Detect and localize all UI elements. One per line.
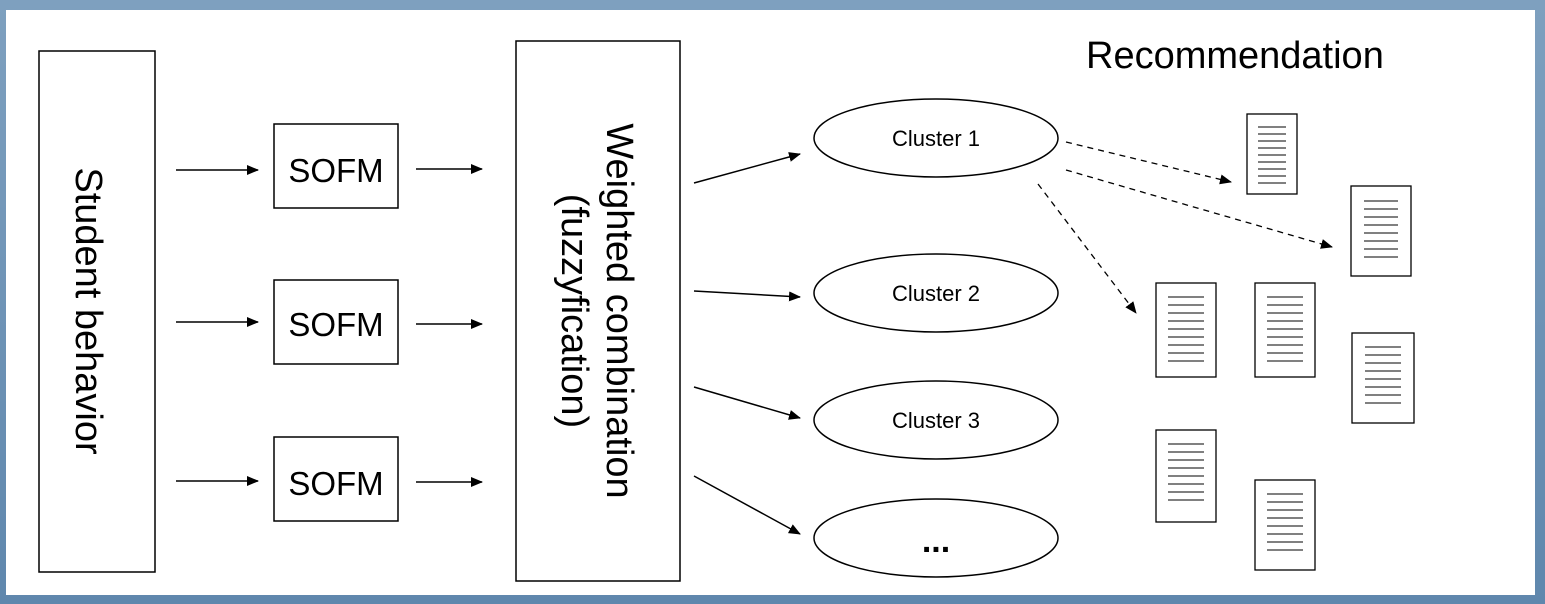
- document-icon: [1155, 282, 1217, 378]
- architecture-diagram: Recommendation Student behavior SOFM SOF…: [38, 35, 1415, 582]
- cluster-1-label: Cluster 1: [892, 126, 980, 151]
- cluster-arrow-3: [693, 386, 801, 420]
- recommendation-title: Recommendation: [1086, 35, 1384, 77]
- sofm-label-2: SOFM: [288, 306, 383, 343]
- document-icon: [1254, 282, 1316, 378]
- sofm-label-1: SOFM: [288, 152, 383, 189]
- cluster-3-label: Cluster 3: [892, 408, 980, 433]
- cluster-2-label: Cluster 2: [892, 281, 980, 306]
- document-icon: [1254, 479, 1316, 571]
- student-behavior-label: Student behavior: [67, 167, 109, 455]
- document-icon: [1351, 332, 1415, 424]
- cluster-2-ellipse: [813, 253, 1059, 333]
- cluster-3-ellipse: [813, 380, 1059, 460]
- cluster-arrow-4: [693, 475, 801, 535]
- cluster-1-ellipse: [813, 98, 1059, 178]
- recommend-arrow-3: [1037, 183, 1137, 314]
- recommend-arrow-2: [1065, 169, 1333, 249]
- cluster-arrow-1: [693, 152, 801, 184]
- student-behavior-box: [38, 50, 156, 573]
- document-icon: [1246, 113, 1298, 195]
- sofm-box-1: [273, 123, 399, 209]
- recommend-arrow-1: [1065, 141, 1232, 185]
- sofm-box-2: [273, 279, 399, 365]
- fuzzyfication-label: (fuzzyfication): [553, 194, 595, 428]
- weighted-combination-box: [515, 40, 681, 582]
- document-icon: [1350, 185, 1412, 277]
- weighted-combination-label: Weighted combination: [598, 123, 640, 498]
- document-icon: [1155, 429, 1217, 523]
- sofm-box-3: [273, 436, 399, 522]
- cluster-arrow-2: [693, 290, 801, 302]
- cluster-ellipsis-ellipse: [813, 498, 1059, 578]
- cluster-ellipsis-label: ...: [922, 522, 950, 560]
- sofm-label-3: SOFM: [288, 465, 383, 502]
- diagram-frame: Recommendation Student behavior SOFM SOF…: [6, 10, 1535, 595]
